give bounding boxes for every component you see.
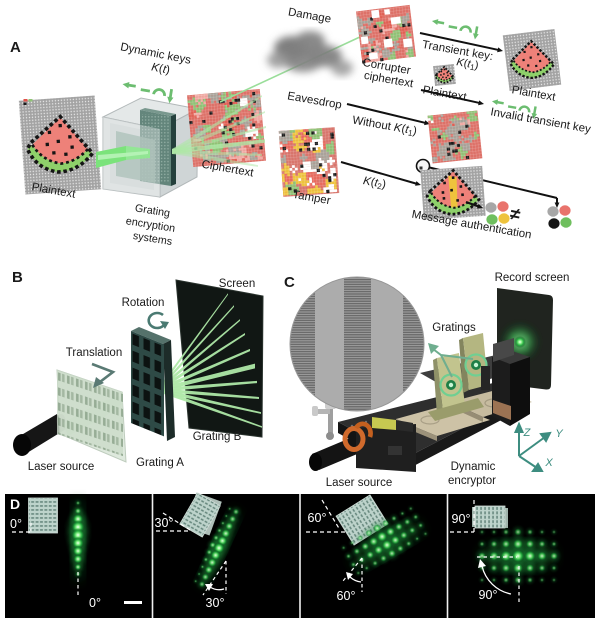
svg-text:Laser source: Laser source xyxy=(28,461,94,473)
svg-text:90°: 90° xyxy=(479,588,498,602)
svg-text:Z: Z xyxy=(523,427,532,439)
svg-text:Laser source: Laser source xyxy=(326,477,392,489)
svg-text:Dynamic: Dynamic xyxy=(451,461,496,473)
svg-text:Gratings: Gratings xyxy=(432,322,476,334)
svg-text:60°: 60° xyxy=(308,511,327,525)
svg-text:Rotation: Rotation xyxy=(122,297,165,309)
svg-text:≠: ≠ xyxy=(508,203,522,225)
svg-text:Grating: Grating xyxy=(134,202,171,219)
svg-text:encryptor: encryptor xyxy=(448,475,496,487)
svg-text:B: B xyxy=(12,269,23,286)
svg-text:60°: 60° xyxy=(337,589,356,603)
svg-text:C: C xyxy=(284,274,295,291)
svg-text:Grating B: Grating B xyxy=(193,431,242,443)
svg-text:Y: Y xyxy=(555,428,563,440)
svg-text:0°: 0° xyxy=(10,517,22,531)
svg-text:X: X xyxy=(544,457,553,469)
svg-text:D: D xyxy=(10,496,20,512)
svg-text:K(t): K(t) xyxy=(150,61,171,76)
svg-text:30°: 30° xyxy=(155,516,174,530)
svg-text:A: A xyxy=(10,39,21,56)
svg-text:Grating A: Grating A xyxy=(136,457,184,469)
svg-text:0°: 0° xyxy=(89,596,101,610)
svg-text:90°: 90° xyxy=(452,512,471,526)
svg-text:Record screen: Record screen xyxy=(495,272,570,284)
svg-text:Translation: Translation xyxy=(66,347,122,359)
svg-text:30°: 30° xyxy=(206,596,225,610)
svg-text:Screen: Screen xyxy=(219,278,255,290)
